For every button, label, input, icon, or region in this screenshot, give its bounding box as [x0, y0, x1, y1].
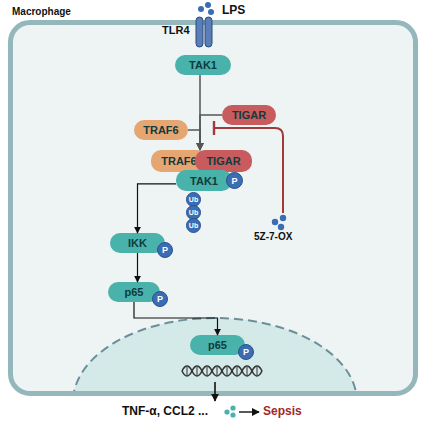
phosphate-circle: P: [157, 242, 173, 258]
signal-arrow: [188, 130, 200, 150]
protein-name: TRAF6: [161, 155, 196, 167]
nucleus: [73, 318, 357, 391]
signal-arrow: [200, 115, 222, 150]
cytoplasm: [10, 22, 416, 394]
modification-text: Ub: [189, 222, 198, 229]
receptor-label: TLR4: [162, 24, 190, 36]
protein-name: IKK: [128, 237, 147, 249]
cell-membrane: MacrophageTAK1TIGARTRAF6TRAF6TIGARTAK1PU…: [8, 20, 418, 396]
inhibitor-molecule: [278, 224, 284, 230]
dna-rung: [207, 367, 208, 375]
modification-text: P: [162, 245, 168, 255]
cytokine-molecule: [224, 409, 229, 414]
protein-name: p65: [208, 339, 227, 351]
dna-rung: [227, 367, 228, 375]
modification-text: P: [231, 176, 237, 186]
phosphate-circle: P: [226, 172, 243, 189]
protein-name: TIGAR: [232, 109, 266, 121]
protein-name: TIGAR: [206, 155, 240, 167]
protein-box: TRAF6: [134, 120, 188, 140]
signal-arrow: [137, 253, 138, 282]
cell-title: Macrophage: [12, 6, 71, 17]
receptor-subunit: [205, 17, 212, 47]
nucleus-group: [73, 318, 357, 391]
dna-rung: [237, 367, 238, 375]
protein-name: TAK1: [189, 59, 217, 71]
phosphate-circle: P: [152, 291, 168, 307]
complex-protein: TIGAR: [195, 150, 252, 172]
lps-molecule: [198, 6, 204, 12]
dna-rung: [197, 367, 198, 375]
dna-strand: [182, 366, 262, 376]
modification-text: Ub: [189, 196, 198, 203]
dna-helix: [182, 366, 262, 376]
modification-text: Ub: [189, 209, 198, 216]
receptor-subunit: [196, 17, 203, 47]
inhibitor-molecule: [272, 219, 278, 225]
cytokine-label: TNF-α, CCL2 ...: [122, 404, 208, 418]
modification-text: P: [243, 347, 249, 357]
phosphate-circle: P: [238, 344, 254, 360]
molecule-label: LPS: [222, 3, 245, 17]
complex-protein: TAK1: [176, 170, 232, 191]
inhibitor-molecule: [280, 215, 286, 221]
lps-molecule: [205, 2, 211, 8]
ubiquitin-circle: Ub: [186, 218, 201, 233]
inhibition-bar: [213, 121, 215, 135]
protein-name: p65: [125, 286, 144, 298]
dna-rung: [187, 367, 188, 375]
cytokine-molecule: [230, 412, 235, 417]
dna-rungs: [187, 367, 257, 375]
cytokine-molecule: [230, 405, 235, 410]
inhibitor-label: 5Z-7-OX: [254, 231, 292, 242]
dna-strand: [182, 366, 262, 376]
sepsis-arrow: [239, 411, 259, 412]
protein-name: TRAF6: [143, 124, 178, 136]
dna-rung: [257, 367, 258, 375]
protein-box: TAK1: [175, 55, 231, 75]
lps-molecule: [208, 9, 214, 15]
dna-rung: [217, 367, 218, 375]
protein-box: TIGAR: [222, 105, 276, 125]
signal-arrow: [134, 302, 218, 335]
protein-name: TAK1: [190, 175, 218, 187]
signal-arrow: [138, 184, 177, 233]
protein-box: p65: [190, 335, 245, 355]
modification-text: P: [157, 294, 163, 304]
expression-arrow: [214, 382, 216, 401]
dna-rung: [247, 367, 248, 375]
signal-arrow: [199, 75, 201, 150]
outcome-label: Sepsis: [263, 404, 302, 418]
